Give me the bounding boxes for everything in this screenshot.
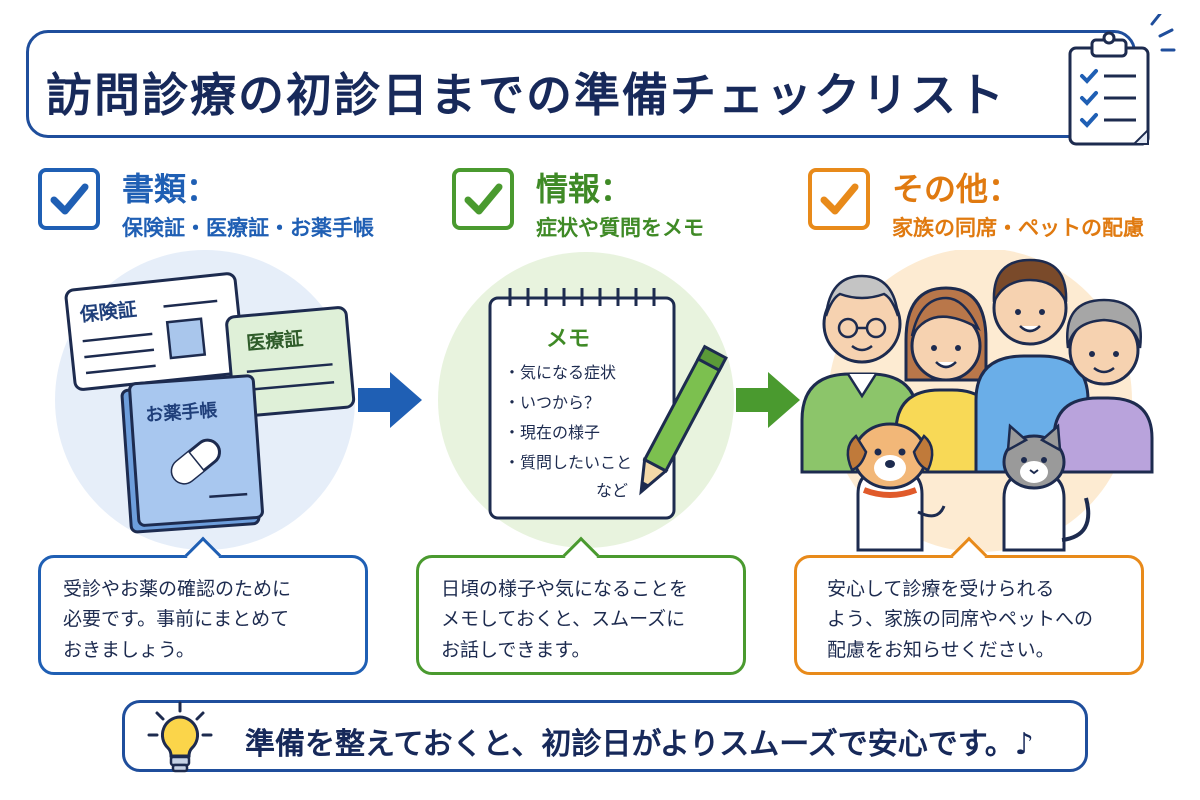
callout-line: よう、家族の同席やペットへの — [827, 608, 1094, 631]
medical-card-label: 医療証 — [245, 327, 304, 355]
grandmother-figure — [1052, 298, 1154, 474]
section-title: 情報： — [536, 170, 633, 208]
callout-line: お話しできます。 — [441, 638, 591, 661]
memo-item: ・質問したいこと — [504, 453, 632, 472]
checkbox-documents — [38, 168, 100, 230]
memo-illustration: メモ ・気になる症状 ・いつから？ ・現在の様子 ・質問したいこと など — [438, 252, 734, 548]
family-pets-illustration — [800, 250, 1154, 552]
documents-illustration: 保険証 医療証 お薬手帳 — [55, 250, 356, 550]
checkmark-icon — [464, 183, 503, 215]
pill-icon — [170, 438, 221, 485]
arrow-right-icon — [736, 372, 800, 428]
callout-line: 日頃の様子や気になることを — [441, 578, 689, 600]
callout-others: 安心して診療を受けられる よう、家族の同席やペットへの 配慮をお知らせください。 — [794, 536, 1144, 675]
pencil-icon — [639, 344, 728, 496]
memo-item: ・気になる症状 — [504, 363, 616, 382]
clipboard-icon — [1068, 14, 1176, 146]
section-title: 書類： — [122, 170, 219, 208]
mother-figure — [894, 286, 998, 474]
memo-item: ・現在の様子 — [504, 423, 600, 442]
checkmark-icon — [50, 183, 89, 215]
section-subtitle: 症状や質問をメモ — [536, 216, 704, 240]
medbook-label: お薬手帳 — [145, 399, 218, 426]
callout-line: 受診やお薬の確認のために — [63, 578, 292, 600]
callout-line: 配慮をお知らせください。 — [827, 638, 1055, 661]
title-banner: 訪問診療の初診日までの準備チェックリスト — [26, 30, 1136, 138]
memo-heading: メモ — [546, 327, 590, 352]
section-title: その他： — [892, 170, 1021, 208]
bottom-banner: 準備を整えておくと、初診日がよりスムーズで安心です。♪ — [122, 700, 1088, 773]
memo-item: ・いつから？ — [504, 393, 600, 412]
callout-documents: 受診やお薬の確認のために 必要です。事前にまとめて おきましょう。 — [38, 536, 368, 675]
callout-line: 必要です。事前にまとめて — [63, 608, 290, 631]
checkbox-information — [452, 168, 514, 230]
arrow-right-icon — [358, 372, 422, 428]
grandfather-figure — [800, 274, 920, 474]
section-subtitle: 家族の同席・ペットの配慮 — [892, 216, 1144, 240]
checkmark-icon — [820, 183, 859, 215]
page-title: 訪問診療の初診日までの準備チェックリスト — [46, 68, 1006, 122]
memo-item-tail: など — [596, 481, 628, 500]
bottom-message: 準備を整えておくと、初診日がよりスムーズで安心です。♪ — [245, 727, 1034, 762]
cat-figure — [1002, 423, 1091, 552]
checkbox-others — [808, 168, 870, 230]
callout-information: 日頃の様子や気になることを メモしておくと、スムーズに お話しできます。 — [416, 536, 746, 675]
lightbulb-icon — [147, 701, 213, 773]
section-subtitle: 保険証・医療証・お薬手帳 — [122, 216, 374, 240]
callout-line: メモしておくと、スムーズに — [441, 608, 686, 631]
dog-figure — [846, 422, 946, 552]
callout-line: おきましょう。 — [63, 638, 195, 661]
callout-line: 安心して診療を受けられる — [827, 578, 1055, 600]
